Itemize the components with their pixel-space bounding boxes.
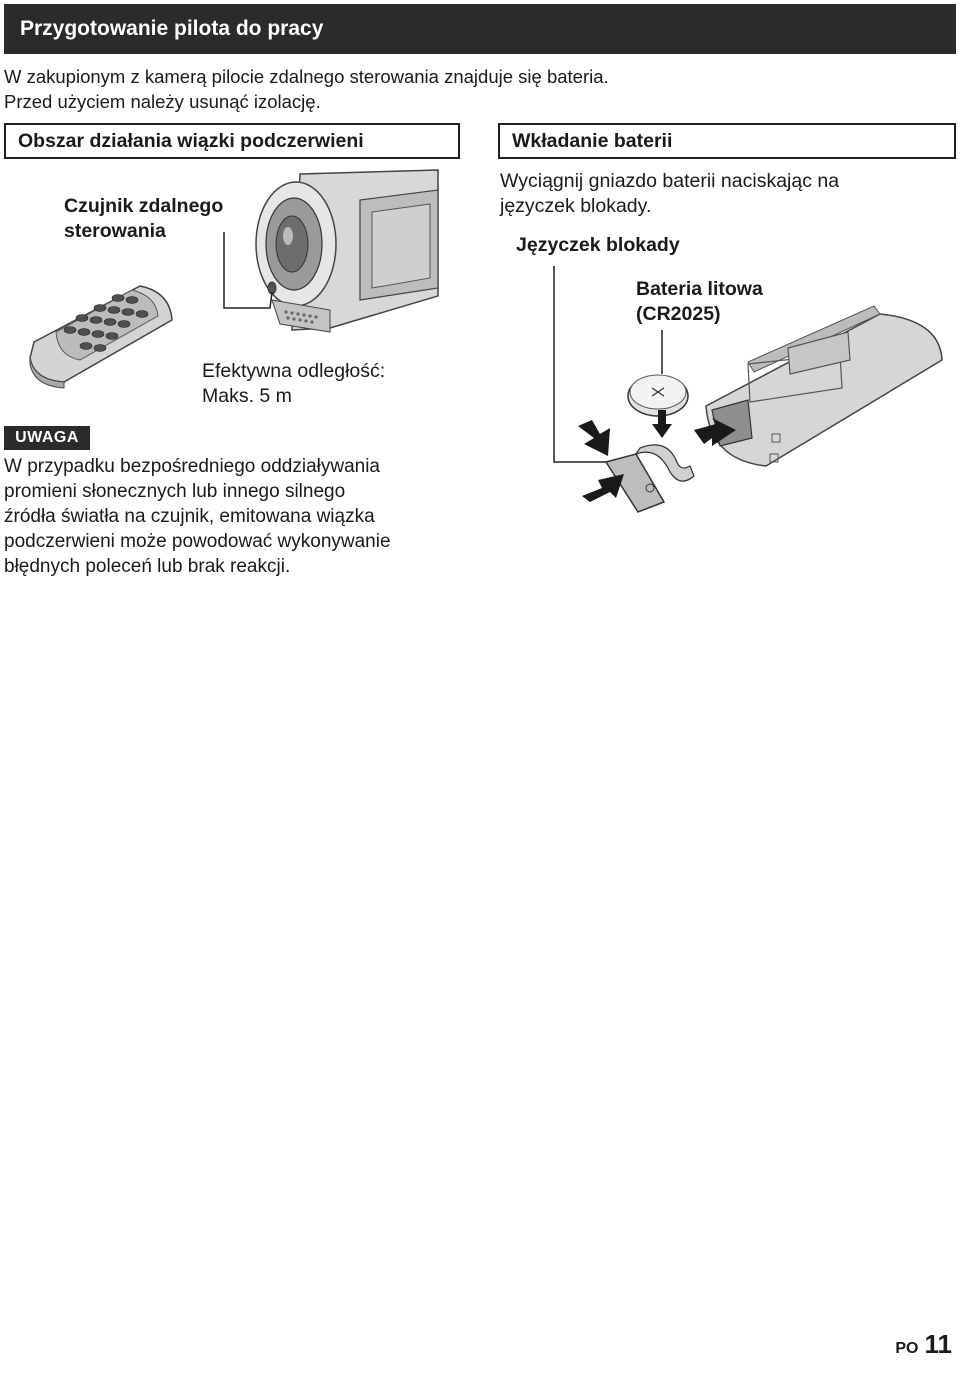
battery-instruction: Wyciągnij gniazdo baterii naciskając na … bbox=[500, 169, 839, 219]
arrow-insert-icon bbox=[694, 418, 736, 446]
distance-label-line: Maks. 5 m bbox=[202, 385, 292, 407]
page-title-bar: Przygotowanie pilota do pracy bbox=[4, 4, 956, 54]
lock-tab-label: Języczek blokady bbox=[516, 234, 680, 256]
note-line: promieni słonecznych lub innego silnego bbox=[4, 481, 346, 502]
page-number: PO 11 bbox=[895, 1329, 952, 1360]
note-badge: UWAGA bbox=[4, 426, 90, 450]
sensor-label: Czujnik zdalnego sterowania bbox=[64, 194, 223, 244]
intro-line: Przed użyciem należy usunąć izolację. bbox=[4, 91, 321, 112]
note-line: źródła światła na czujnik, emitowana wią… bbox=[4, 506, 375, 527]
page-title: Przygotowanie pilota do pracy bbox=[20, 17, 324, 40]
remote-control-illustration bbox=[29, 285, 173, 389]
lock-tab-leader-line bbox=[553, 266, 624, 463]
battery-type-label-line: (CR2025) bbox=[636, 303, 721, 325]
intro-text: W zakupionym z kamerą pilocie zdalnego s… bbox=[4, 64, 904, 114]
page-number-value: 11 bbox=[924, 1329, 953, 1359]
sensor-leader-line bbox=[223, 232, 273, 309]
distance-label: Efektywna odległość: Maks. 5 m bbox=[202, 359, 385, 409]
sensor-label-line: sterowania bbox=[64, 220, 166, 242]
language-code: PO bbox=[895, 1340, 919, 1357]
battery-instruction-line: języczek blokady. bbox=[500, 195, 652, 217]
battery-illustration bbox=[553, 266, 943, 513]
battery-section-heading-text: Wkładanie baterii bbox=[512, 129, 673, 152]
remote-back-illustration bbox=[705, 305, 943, 467]
note-line: błędnych poleceń lub brak reakcji. bbox=[4, 556, 291, 577]
battery-section-heading: Wkładanie baterii bbox=[498, 123, 956, 159]
note-line: podczerwieni może powodować wykonywanie bbox=[4, 531, 391, 552]
camcorder-illustration bbox=[255, 169, 439, 333]
ir-illustration bbox=[29, 169, 439, 389]
battery-holder-illustration bbox=[604, 444, 695, 513]
intro-line: W zakupionym z kamerą pilocie zdalnego s… bbox=[4, 66, 609, 87]
battery-instruction-line: Wyciągnij gniazdo baterii naciskając na bbox=[500, 170, 840, 192]
arrow-down-icon bbox=[652, 410, 672, 438]
ir-section-heading-text: Obszar działania wiązki podczerwieni bbox=[18, 129, 364, 152]
battery-type-label: Bateria litowa (CR2025) bbox=[636, 277, 763, 327]
coin-battery-illustration bbox=[627, 374, 689, 417]
distance-label-line: Efektywna odległość: bbox=[202, 360, 386, 382]
note-line: W przypadku bezpośredniego oddziaływania bbox=[4, 456, 381, 477]
note-text: W przypadku bezpośredniego oddziaływania… bbox=[4, 454, 474, 579]
sensor-label-line: Czujnik zdalnego bbox=[64, 195, 224, 217]
arrow-push-icon bbox=[578, 420, 610, 456]
battery-type-label-line: Bateria litowa bbox=[636, 278, 763, 300]
arrow-pull-out-icon bbox=[582, 474, 624, 502]
ir-section-heading: Obszar działania wiązki podczerwieni bbox=[4, 123, 460, 159]
